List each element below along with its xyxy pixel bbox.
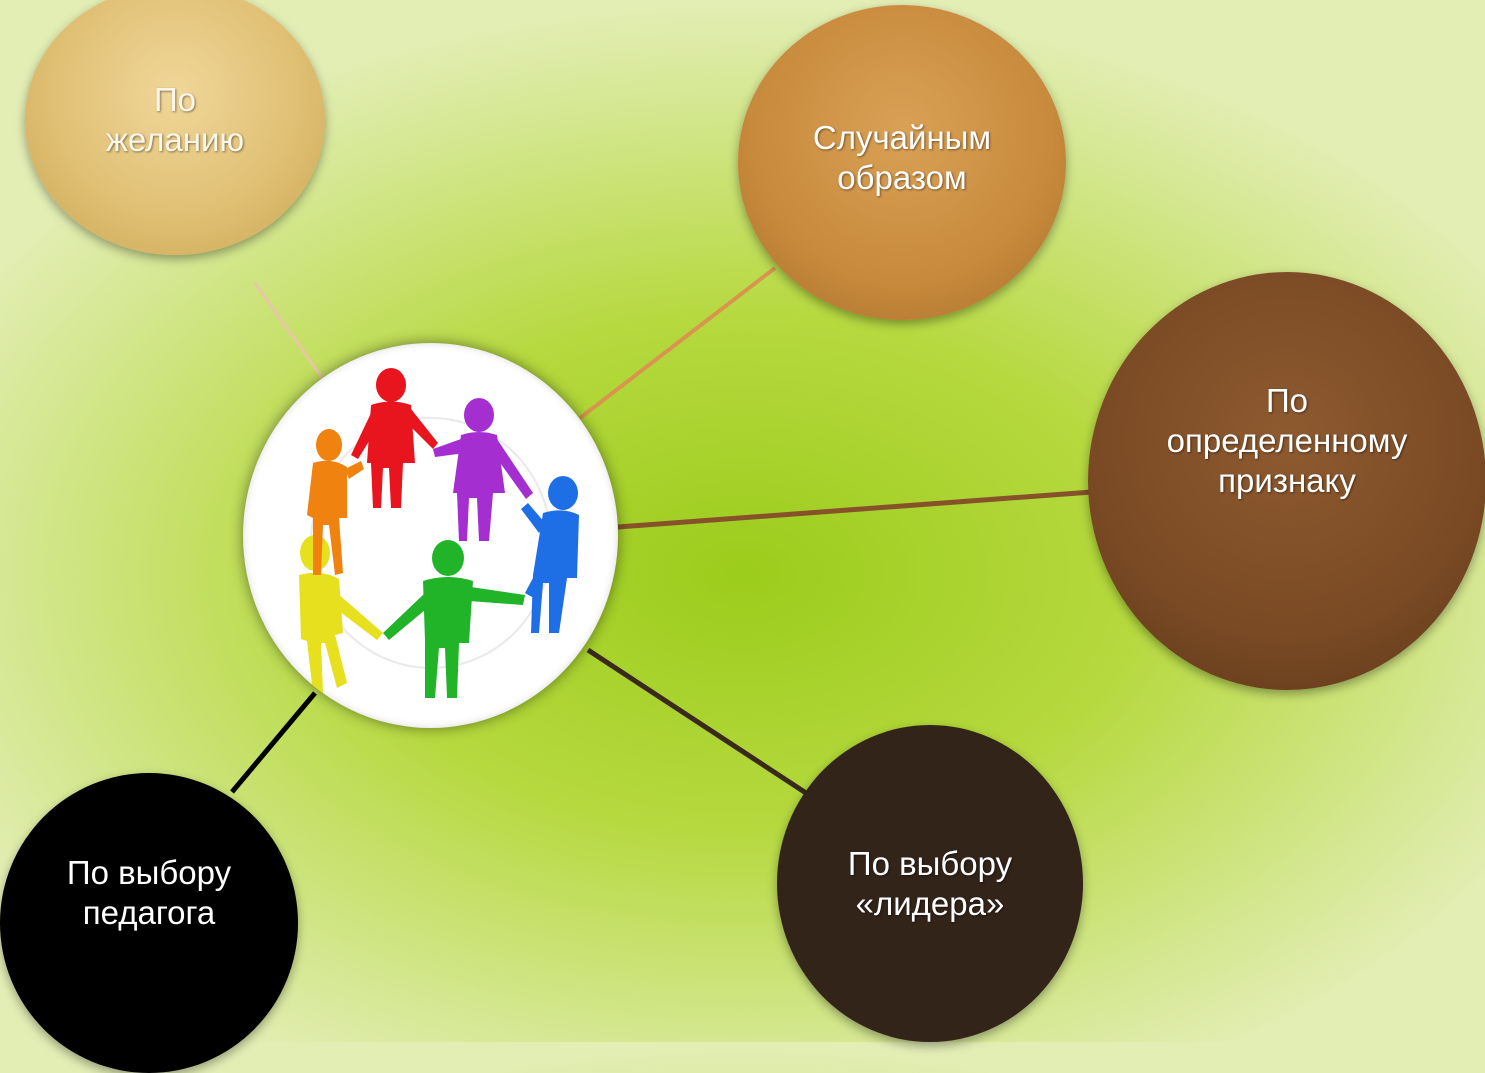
node-random-label: Случайным образом [793, 118, 1011, 198]
node-leader: По выбору «лидера» [777, 725, 1083, 1042]
red-figure [351, 368, 438, 508]
node-feature-line-3: признаку [1218, 462, 1356, 499]
node-feature-line-2: определенному [1166, 422, 1408, 459]
node-feature-label: По определенному признаку [1147, 381, 1428, 501]
node-teacher-line-1: По выбору [66, 854, 232, 891]
green-figure [383, 540, 525, 698]
connector-feature [617, 489, 1093, 530]
node-wish: По желанию [25, 0, 325, 255]
purple-figure [433, 398, 533, 541]
connector-wish [253, 282, 327, 383]
node-leader-label: По выбору «лидера» [828, 844, 1032, 924]
yellow-figure [299, 535, 383, 693]
people-in-circle-image [243, 343, 618, 728]
node-random: Случайным образом [738, 5, 1066, 320]
blue-figure [521, 476, 579, 633]
node-feature: По определенному признаку [1088, 272, 1485, 690]
node-leader-line-2: «лидера» [855, 884, 1005, 922]
node-wish-label: По желанию [86, 80, 264, 160]
connector-lines [230, 266, 1093, 796]
orange-figure [307, 429, 364, 575]
node-wish-line-1: По [153, 81, 197, 118]
node-teacher-line-2: педагога [82, 894, 216, 931]
node-leader-line-1: По выбору [847, 844, 1013, 882]
node-random-line-2: образом [837, 158, 967, 196]
connector-teacher [230, 691, 317, 794]
node-teacher: По выбору педагога [0, 773, 298, 1073]
node-teacher-label: По выбору педагога [47, 853, 251, 933]
connector-random [578, 266, 777, 420]
connector-leader [586, 647, 808, 796]
node-feature-line-1: По [1265, 382, 1309, 419]
node-random-line-1: Случайным [812, 118, 992, 156]
node-wish-line-2: желанию [105, 121, 245, 158]
people-circle-illustration [299, 368, 579, 698]
